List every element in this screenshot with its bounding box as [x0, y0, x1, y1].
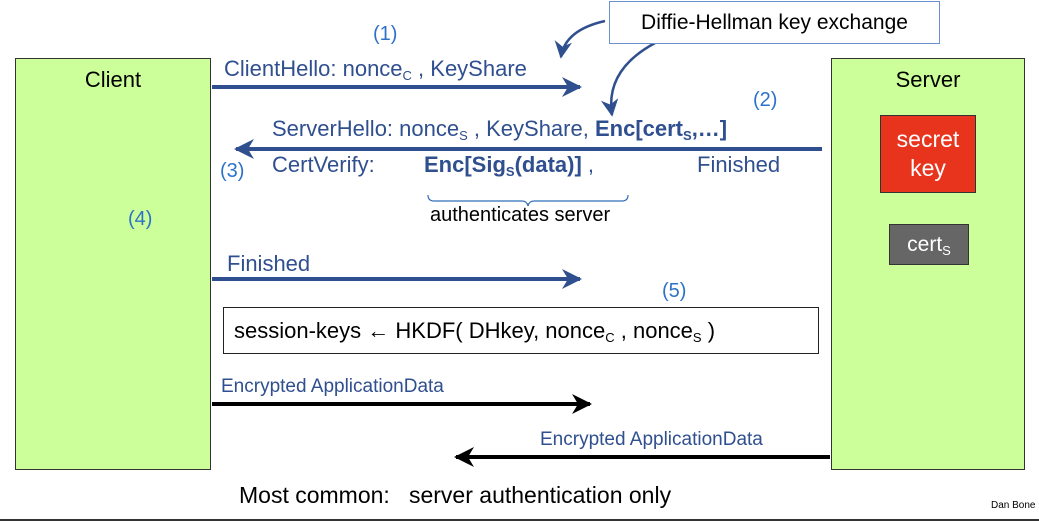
app-data-server-label: Encrypted ApplicationData: [540, 429, 763, 450]
bottom-divider: [0, 519, 1039, 521]
authenticates-server-text: authenticates server: [430, 204, 611, 226]
hkdf-box: session-keys ← HKDF( DHkey, nonceC , non…: [223, 307, 819, 354]
step-3-label: (3): [220, 160, 245, 182]
callout-arrow-to-clienthello: [554, 19, 606, 59]
credit: Dan Bone: [991, 500, 1036, 511]
serverhello-message: ServerHello: nonceS , KeyShare, Enc[cert…: [272, 116, 728, 143]
clienthello-message: ClientHello: nonceC , KeyShare: [224, 56, 527, 83]
step-2-label: (2): [753, 89, 778, 111]
certverify-label: CertVerify:: [272, 152, 375, 177]
hkdf-formula: session-keys ← HKDF( DHkey, nonceC , non…: [234, 317, 716, 345]
callout-text: Diffie-Hellman key exchange: [641, 10, 908, 34]
step-5-label: (5): [662, 280, 687, 302]
certverify-signature: Enc[SigS(data)] ,: [424, 152, 595, 179]
server-finished-label: Finished: [697, 152, 781, 177]
caption: Most common: server authentication only: [239, 482, 672, 508]
server-cert-box: certS: [889, 224, 969, 265]
step-1-label: (1): [373, 23, 398, 45]
callout-arrow-to-serverhello: [600, 41, 656, 117]
app-data-client-label: Encrypted ApplicationData: [221, 376, 444, 397]
diffie-hellman-callout: Diffie-Hellman key exchange: [609, 1, 940, 44]
secret-key-box: secret key: [880, 115, 976, 193]
cert-label: certS: [907, 232, 951, 258]
secret-key-line2: key: [910, 155, 946, 181]
server-title: Server: [895, 67, 961, 92]
secret-key-line1: secret: [896, 126, 960, 152]
client-box: Client: [15, 58, 211, 470]
step-4-label: (4): [128, 208, 153, 230]
authenticates-brace: [427, 194, 629, 207]
client-finished-label: Finished: [227, 251, 311, 276]
client-title: Client: [84, 67, 142, 92]
